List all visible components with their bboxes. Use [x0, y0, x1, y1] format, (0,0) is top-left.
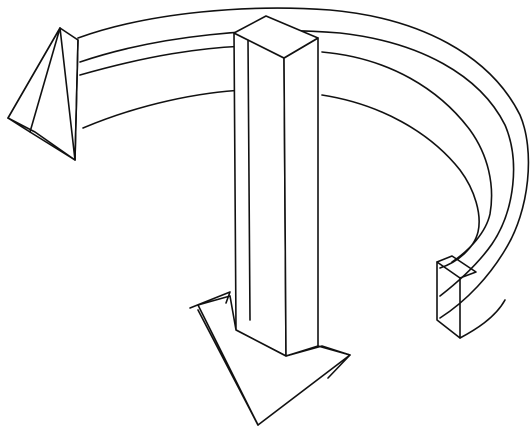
- ring-band-inner-side: [80, 46, 245, 75]
- ring-band-lower-edge: [83, 90, 245, 128]
- ring-end-cap-side: [460, 300, 505, 338]
- ring-band-lower-edge-right: [322, 95, 479, 268]
- shaft-right-face: [284, 38, 318, 356]
- shaft-front-face: [234, 33, 286, 356]
- ring-end-cap: [437, 262, 460, 338]
- ring-band-inner-side-right: [322, 52, 492, 262]
